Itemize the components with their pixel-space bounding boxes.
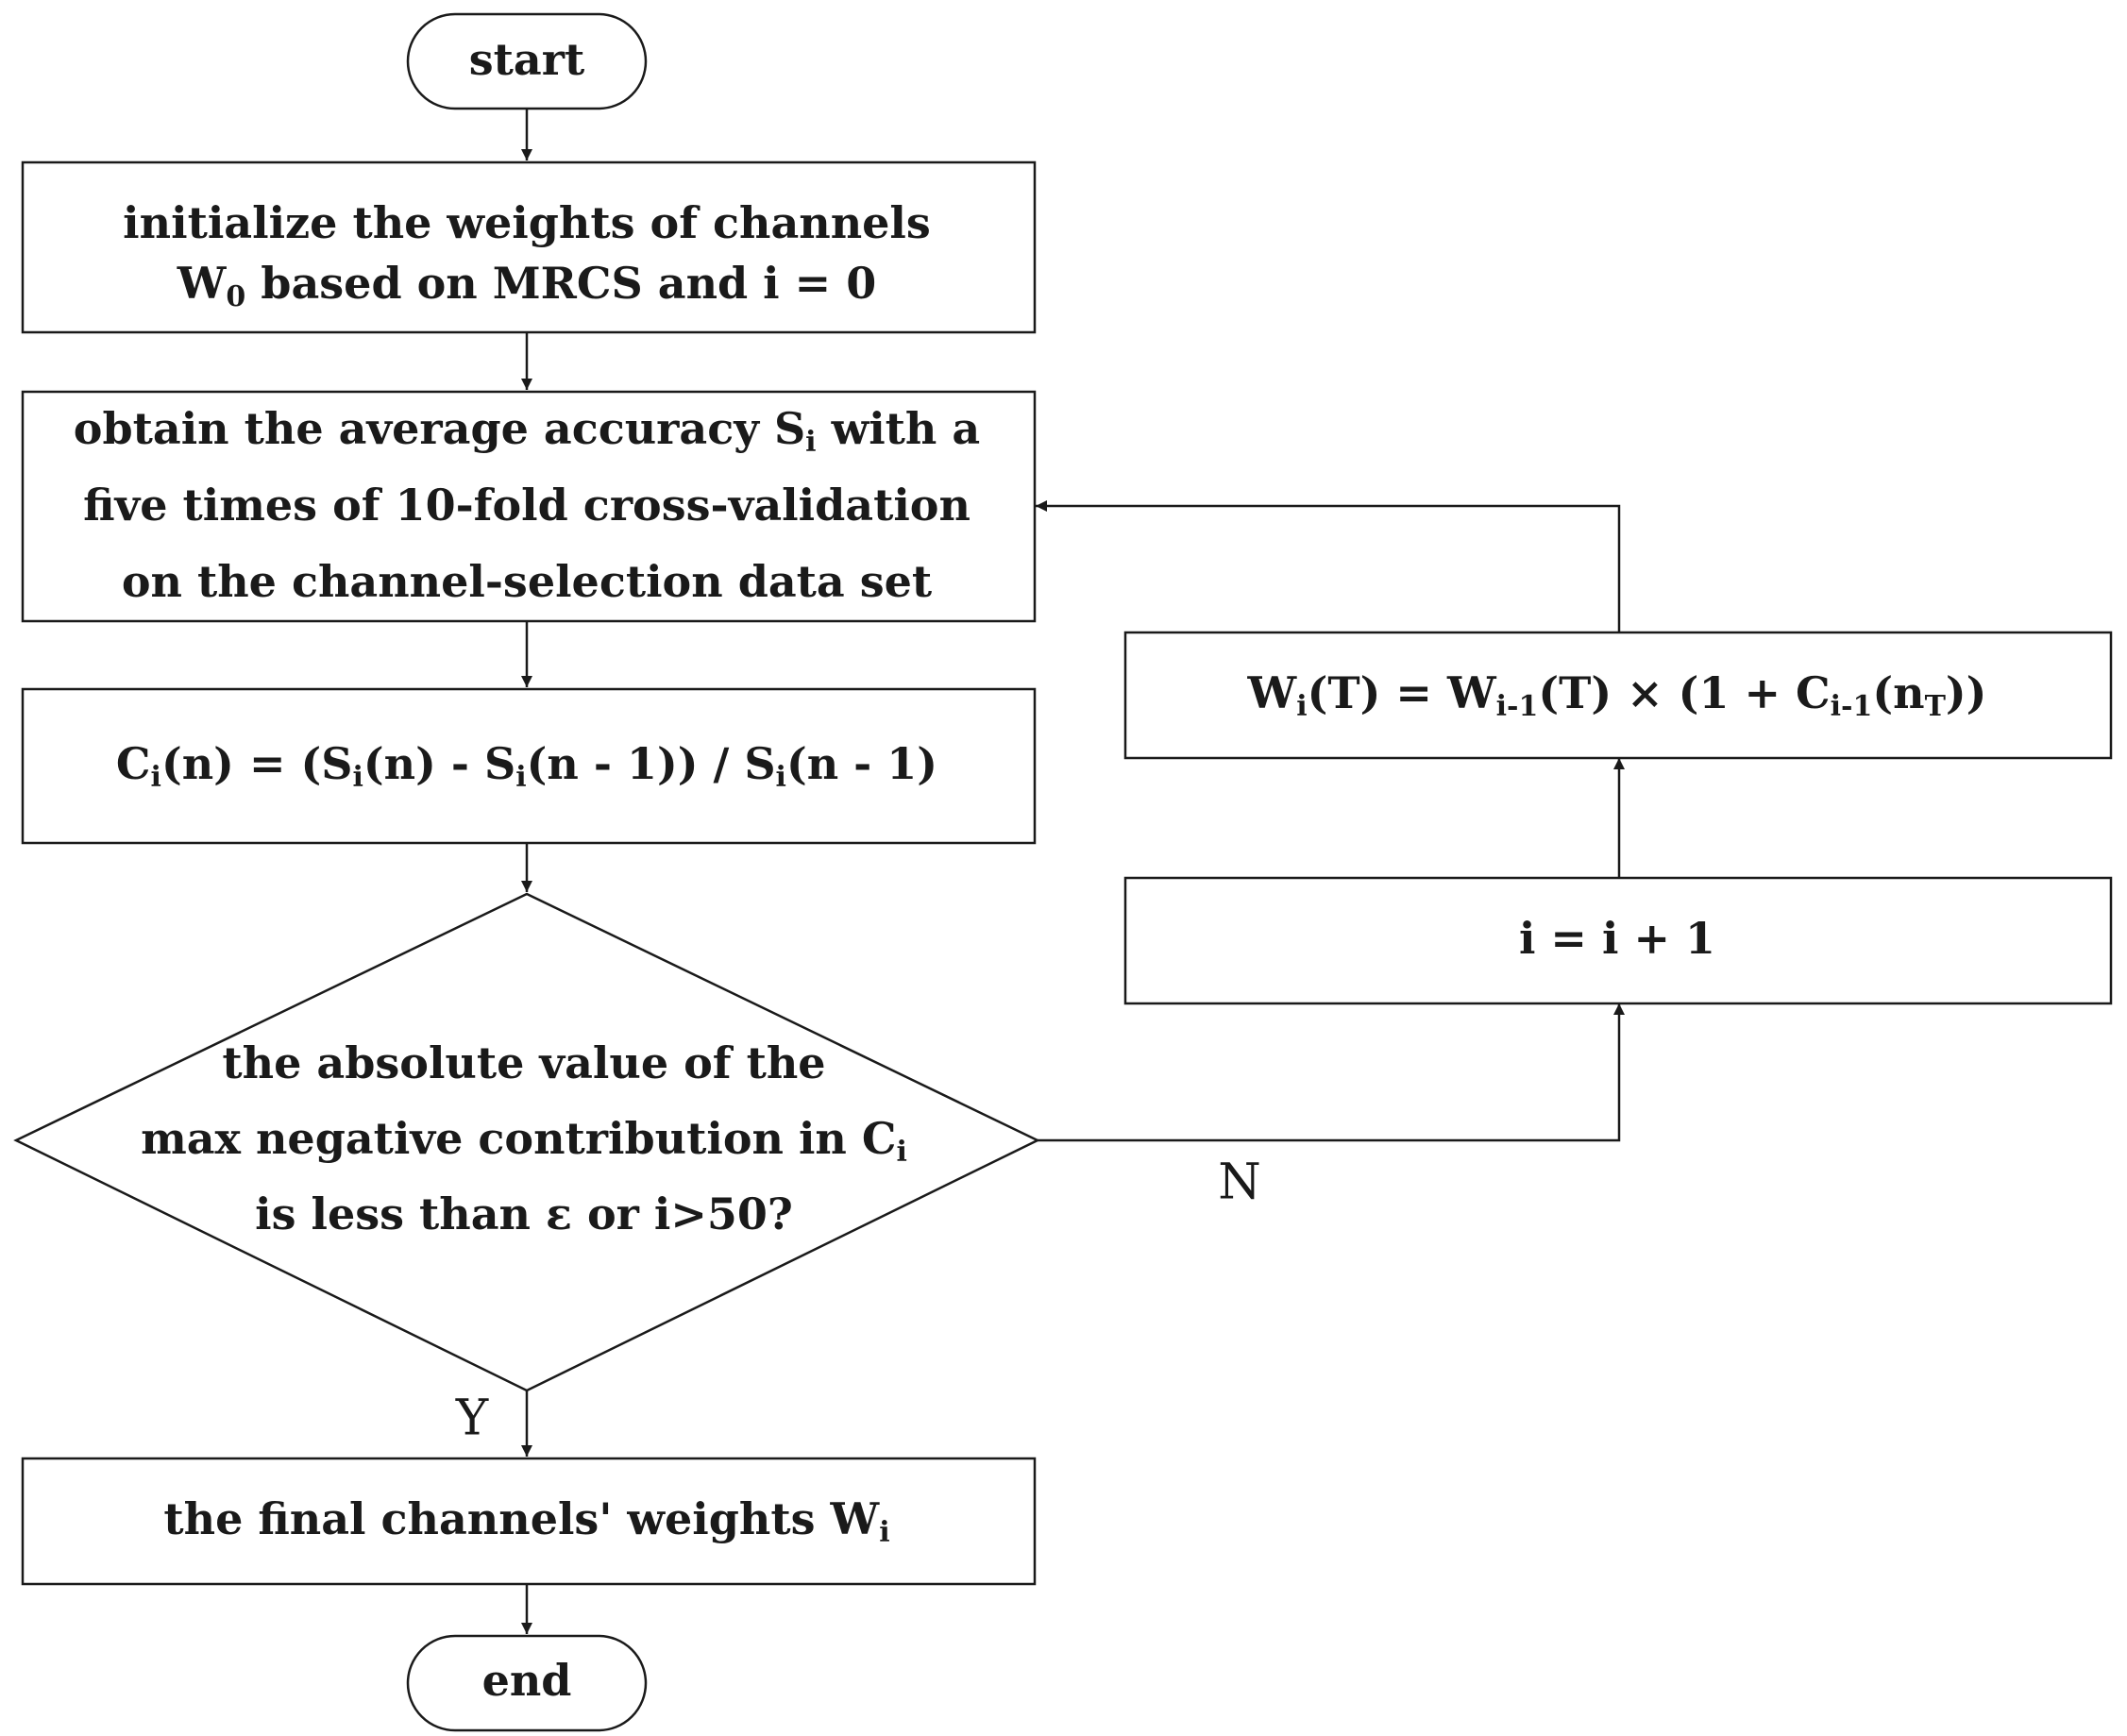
contribution-s-subscript-2: i	[515, 761, 526, 794]
update-part-6: (n	[1872, 667, 1924, 718]
init-step: initialize the weights of channels W0 ba…	[21, 160, 1037, 334]
update-formula: Wi(T) = Wi-1(T) × (1 + Ci-1(nT))	[1247, 667, 1987, 723]
contribution-c-symbol: C	[116, 738, 151, 789]
branch-label-yes: Y	[455, 1390, 489, 1447]
increment-step: i = i + 1	[1123, 876, 2113, 1005]
update-c-subscript: i-1	[1831, 690, 1873, 723]
branch-label-no: N	[1218, 1155, 1261, 1211]
contribution-part-8: (n - 1)	[786, 738, 937, 789]
start-shape	[406, 12, 648, 110]
start-terminal: start	[406, 12, 648, 110]
contribution-part-2: (n) = (S	[161, 738, 353, 789]
end-terminal: end	[406, 1634, 648, 1732]
start-label: start	[469, 34, 585, 85]
increment-box	[1123, 876, 2113, 1005]
update-part-4: (T) × (1 + C	[1538, 667, 1830, 718]
decision-line-2-pre: max negative contribution in C	[141, 1113, 896, 1164]
update-w-symbol: W	[1247, 667, 1298, 718]
accuracy-step: obtain the average accuracy Si with a fi…	[21, 390, 1037, 623]
final-label-pre: the final channels' weights W	[163, 1493, 880, 1544]
final-box	[21, 1457, 1037, 1586]
update-box	[1123, 631, 2113, 760]
edge-update-to-accuracy	[1036, 500, 1621, 632]
contribution-s-subscript-1: i	[352, 761, 363, 794]
edge-decision-to-increment	[1038, 1003, 1625, 1142]
end-shape	[406, 1634, 648, 1732]
end-label: end	[482, 1655, 572, 1706]
accuracy-line-1-pre: obtain the average accuracy S	[74, 403, 805, 454]
contribution-formula: Ci(n) = (Si(n) - Si(n - 1)) / Si(n - 1)	[116, 738, 937, 794]
decision-diamond	[13, 892, 1040, 1392]
accuracy-box	[21, 390, 1037, 623]
accuracy-s-subscript: i	[805, 426, 816, 459]
update-w-prev-subscript: i-1	[1496, 690, 1539, 723]
contribution-c-subscript: i	[151, 761, 161, 794]
decision-line-2: max negative contribution in Ci	[141, 1113, 907, 1169]
contribution-part-6: (n - 1)) / S	[527, 738, 776, 789]
init-box	[21, 160, 1037, 334]
accuracy-line-3: on the channel-selection data set	[122, 556, 933, 607]
init-line-2-rest: based on MRCS and i = 0	[245, 258, 876, 309]
decision-line-3: is less than ε or i>50?	[255, 1188, 793, 1239]
decision-step: the absolute value of the max negative c…	[13, 892, 1040, 1392]
init-w-subscript: 0	[226, 280, 245, 313]
accuracy-line-2: five times of 10-fold cross-validation	[83, 480, 971, 531]
contribution-s-subscript-3: i	[776, 761, 786, 794]
update-w-subscript: i	[1296, 690, 1307, 723]
accuracy-line-1-post: with a	[817, 403, 981, 454]
update-part-2: (T) = W	[1308, 667, 1497, 718]
update-part-8: ))	[1946, 667, 1987, 718]
init-line-1: initialize the weights of channels	[123, 197, 931, 248]
accuracy-line-1: obtain the average accuracy Si with a	[74, 403, 980, 459]
decision-c-subscript: i	[897, 1136, 907, 1169]
contribution-box	[21, 687, 1037, 845]
final-step: the final channels' weights Wi	[21, 1457, 1037, 1586]
update-n-subscript: T	[1925, 690, 1947, 723]
final-w-subscript: i	[879, 1516, 889, 1549]
increment-label: i = i + 1	[1519, 913, 1715, 964]
final-label: the final channels' weights Wi	[163, 1493, 889, 1549]
init-w-symbol: W	[177, 258, 228, 309]
init-line-2: W0 based on MRCS and i = 0	[177, 258, 877, 313]
contribution-step: Ci(n) = (Si(n) - Si(n - 1)) / Si(n - 1)	[21, 687, 1037, 845]
contribution-part-4: (n) - S	[363, 738, 515, 789]
decision-line-1: the absolute value of the	[222, 1037, 825, 1088]
update-step: Wi(T) = Wi-1(T) × (1 + Ci-1(nT))	[1123, 631, 2113, 760]
